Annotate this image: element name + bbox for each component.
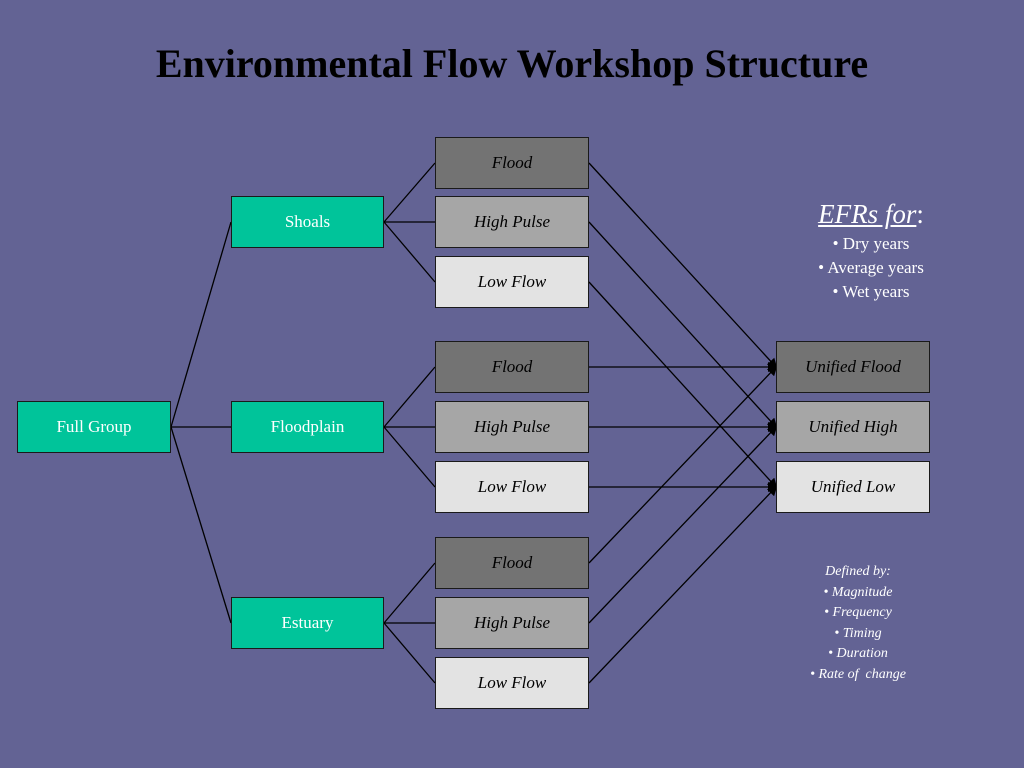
unified-low-box: Unified Low <box>776 461 930 513</box>
efrs-heading-text: EFRs for <box>818 199 917 229</box>
defined-by-item: • Frequency <box>824 605 892 620</box>
arrow-shoals-flood-to-unified-flood <box>588 162 778 369</box>
flow-label: Flood <box>491 357 533 376</box>
unified-high-box: Unified High <box>776 401 930 453</box>
arrow-shoals-low-to-unified-low <box>588 281 778 489</box>
flow-box-flood: Flood <box>435 537 589 589</box>
defined-by-item: • Magnitude <box>823 584 893 600</box>
flow-label: Flood <box>491 153 533 172</box>
arrow-estuary-flood-to-unified-flood <box>588 365 778 564</box>
unified-label: Unified High <box>808 417 898 436</box>
unified-flood-box: Unified Flood <box>776 341 930 393</box>
flow-box-low-flow: Low Flow <box>435 657 589 709</box>
efrs-item: • Dry years <box>832 234 910 253</box>
efrs-heading: EFRs for: <box>786 196 956 232</box>
flow-label: High Pulse <box>473 212 551 231</box>
flow-label: Low Flow <box>477 673 547 692</box>
arrow-estuary-high-to-unified-high <box>588 425 778 624</box>
flow-label: High Pulse <box>473 613 551 632</box>
group-box-floodplain: Floodplain <box>231 401 384 453</box>
flow-box-flood: Flood <box>435 341 589 393</box>
group-label: Estuary <box>281 613 334 632</box>
flow-box-low-flow: Low Flow <box>435 256 589 308</box>
efrs-item: • Average years <box>818 258 924 277</box>
group-label: Floodplain <box>270 417 345 436</box>
unified-label: Unified Flood <box>805 357 901 376</box>
defined-by-item: • Rate of change <box>810 666 906 682</box>
full-group-label: Full Group <box>56 417 132 436</box>
group-box-estuary: Estuary <box>231 597 384 649</box>
arrow-shoals-high-to-unified-high <box>588 221 778 429</box>
full-group-box: Full Group <box>17 401 171 453</box>
defined-by-item: • Timing <box>834 625 882 641</box>
efrs-heading-colon: : <box>916 199 924 229</box>
flow-box-low-flow: Low Flow <box>435 461 589 513</box>
flow-label: Low Flow <box>477 272 547 291</box>
flow-box-high-pulse: High Pulse <box>435 597 589 649</box>
group-label: Shoals <box>284 212 331 231</box>
flow-box-high-pulse: High Pulse <box>435 196 589 248</box>
flow-label: Low Flow <box>477 477 547 496</box>
connector-root-shoals <box>170 221 232 428</box>
efrs-item: • Wet years <box>832 282 910 301</box>
defined-by-item: • Duration <box>828 646 888 661</box>
flow-label: High Pulse <box>473 417 551 436</box>
efrs-note: EFRs for: • Dry years • Average years • … <box>786 196 956 304</box>
flow-label: Flood <box>491 553 533 572</box>
connector-root-estuary <box>170 426 232 624</box>
defined-by-heading: Defined by: <box>825 564 891 579</box>
defined-by-note: Defined by: • Magnitude • Frequency • Ti… <box>778 562 938 685</box>
flow-box-high-pulse: High Pulse <box>435 401 589 453</box>
flow-box-flood: Flood <box>435 137 589 189</box>
page-title: Environmental Flow Workshop Structure <box>155 41 869 86</box>
group-box-shoals: Shoals <box>231 196 384 248</box>
unified-label: Unified Low <box>810 477 896 496</box>
arrow-estuary-low-to-unified-low <box>588 485 778 684</box>
